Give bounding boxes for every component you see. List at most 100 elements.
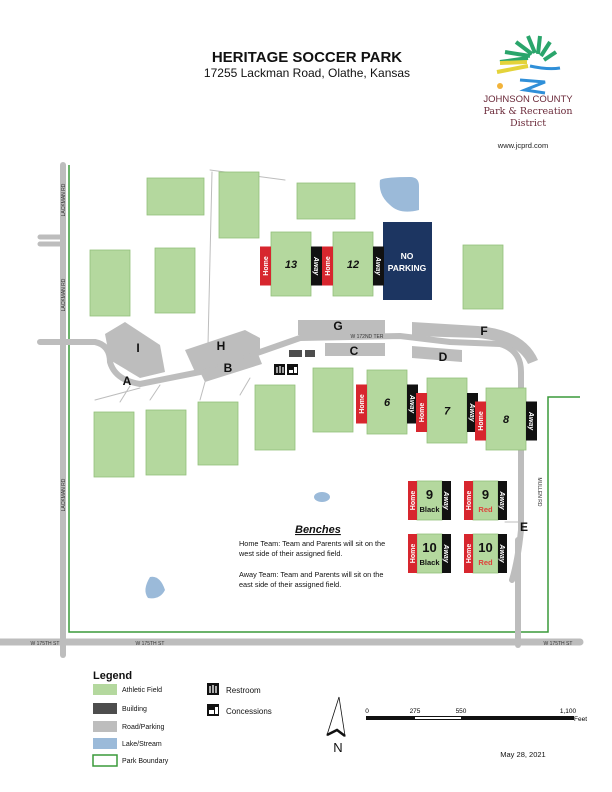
legend-swatch — [93, 721, 117, 732]
field-number: 13 — [285, 259, 297, 271]
field-number: 9 — [426, 487, 433, 502]
jcprd-logo: JOHNSON COUNTY Park & Recreation Distric… — [483, 35, 573, 129]
benches-away-text: Away Team: Team and Parents will sit on … — [239, 570, 383, 579]
scale-tick: 0 — [365, 708, 369, 715]
benches-away-text: east side of their assigned field. — [239, 580, 341, 589]
website-link[interactable]: www.jcprd.com — [497, 141, 548, 150]
field-number: 10 — [422, 540, 436, 555]
home-bench — [408, 481, 417, 520]
parking-lot-i: I — [136, 341, 139, 355]
legend-item-label: Road/Parking — [122, 724, 165, 731]
concessions-icon — [207, 704, 219, 716]
away-bench — [442, 481, 451, 520]
athletic-field — [197, 401, 239, 466]
concessions-icon — [287, 364, 298, 375]
logo-org-line1: JOHNSON COUNTY — [483, 94, 573, 105]
away-bench — [311, 246, 322, 286]
field-division: Black — [419, 558, 440, 567]
away-bench-label: Away — [442, 490, 449, 510]
legend-item-label: Lake/Stream — [122, 741, 162, 748]
away-bench — [373, 246, 384, 286]
athletic-field[interactable] — [485, 387, 527, 451]
home-bench-label: Home — [359, 394, 366, 414]
field-division: Red — [478, 505, 493, 514]
building — [305, 350, 315, 357]
benches-home-text: Home Team: Team and Parents will sit on … — [239, 539, 385, 548]
home-bench — [464, 534, 473, 573]
park-boundary — [68, 165, 580, 633]
legend-item-label: Park Boundary — [122, 758, 169, 765]
building — [289, 350, 302, 357]
away-bench — [467, 393, 478, 432]
field-f13[interactable]: 13 Home Away — [260, 231, 322, 297]
parking-lot-d: D — [439, 350, 448, 364]
away-bench-label: Away — [468, 402, 475, 422]
home-bench-label: Home — [410, 544, 417, 564]
map-date: May 28, 2021 — [500, 750, 545, 759]
athletic-field[interactable] — [416, 480, 443, 521]
athletic-field[interactable] — [472, 480, 499, 521]
logo-org-line3: District — [510, 118, 546, 129]
home-bench-label: Home — [419, 403, 426, 423]
home-bench-label: Home — [466, 491, 473, 511]
athletic-field[interactable] — [332, 231, 374, 297]
athletic-field — [145, 409, 187, 476]
field-number: 6 — [384, 397, 391, 409]
away-bench-label: Away — [374, 256, 381, 276]
away-bench — [526, 401, 537, 441]
away-bench-label: Away — [312, 256, 319, 276]
parking-lot-e: E — [520, 520, 528, 534]
field-number: 9 — [482, 487, 489, 502]
benches-home-text: west side of their assigned field. — [238, 549, 342, 558]
home-bench-label: Home — [263, 256, 270, 276]
road-label-w175th: W 175TH ST — [136, 641, 165, 647]
field-number: 8 — [503, 414, 510, 426]
field-f7[interactable]: 7 Home Away — [416, 377, 478, 444]
away-bench — [498, 534, 507, 573]
parking-lot-g: G — [333, 319, 342, 333]
restroom-icon — [274, 364, 285, 375]
field-number: 10 — [478, 540, 492, 555]
road-label-w172nd: W 172ND TER — [351, 334, 384, 340]
road-label-mullen: MULLEN RD — [536, 478, 542, 507]
home-bench — [408, 534, 417, 573]
home-bench — [356, 384, 367, 424]
no-parking-label: NO — [401, 251, 414, 261]
north-label: N — [333, 740, 342, 755]
home-bench — [260, 246, 271, 286]
athletic-field — [312, 367, 354, 433]
home-bench — [464, 481, 473, 520]
field-division: Black — [419, 505, 440, 514]
away-bench-label: Away — [498, 543, 505, 563]
field-f6[interactable]: 6 Home Away — [356, 369, 418, 435]
home-bench-label: Home — [410, 491, 417, 511]
logo-org-line2: Park & Recreation — [483, 106, 572, 117]
athletic-field — [89, 249, 131, 317]
away-bench — [442, 534, 451, 573]
away-bench-label: Away — [498, 490, 505, 510]
home-bench — [322, 246, 333, 286]
legend-item-label: Building — [122, 706, 147, 713]
athletic-field[interactable] — [472, 533, 499, 574]
away-bench — [407, 384, 418, 424]
field-number: 7 — [444, 406, 451, 418]
road-label-lackman: LACKMAN RD — [61, 278, 67, 311]
roads: W 172ND TER W 175TH ST W 175TH ST W 175T… — [0, 162, 584, 658]
scale-bar: 0 275 550 1,100 Feet — [365, 708, 587, 723]
athletic-field[interactable] — [366, 369, 408, 435]
athletic-field — [146, 177, 205, 216]
pond — [145, 576, 165, 599]
away-bench-label: Away — [408, 394, 415, 414]
athletic-field[interactable] — [270, 231, 312, 297]
athletic-field[interactable] — [416, 533, 443, 574]
scale-unit: Feet — [574, 716, 587, 723]
